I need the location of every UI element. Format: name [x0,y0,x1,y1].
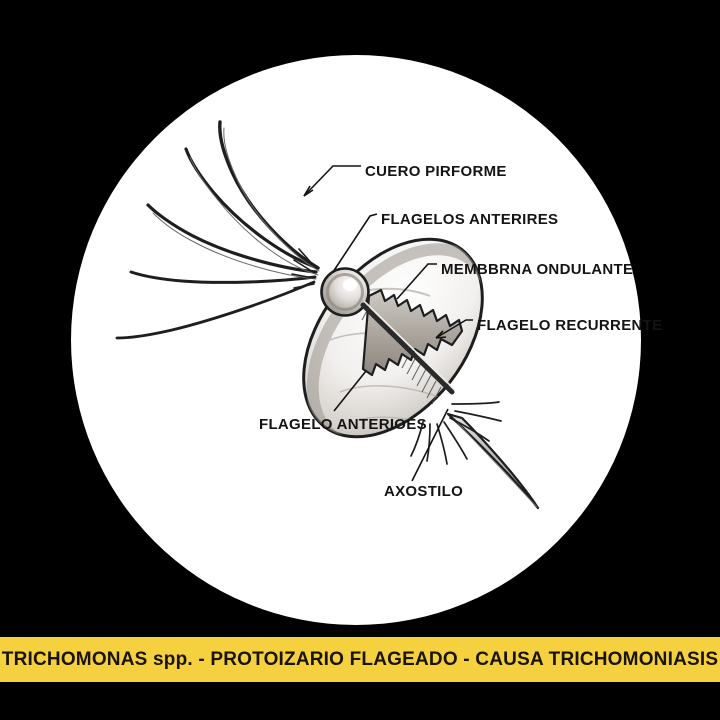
caption-banner: TRICHOMONAS spp. - PROTOIZARIO FLAGEADO … [0,637,720,682]
leader-cuero-pirforme [303,165,361,197]
leader-axostilo [411,408,449,482]
anterior-tuft [291,248,315,289]
label-flagelo-anterioes: FLAGELO ANTERIOES [259,416,427,433]
caption-text: TRICHOMONAS spp. - PROTOIZARIO FLAGEADO … [1,648,719,670]
leader-membbrna-ondulante [396,263,437,300]
label-axostilo: AXOSTILO [384,483,464,500]
leader-flagelos-anterires [332,213,378,273]
anterior-flagella [115,120,320,340]
label-flagelo-recurrente: FLAGELO RECURRENTE [477,317,663,334]
label-membbrna-ondulante: MEMBBRNA ONDULANTE [441,261,634,278]
axostyle [446,412,540,510]
leader-flagelo-recurrente [435,319,473,339]
undulating-membrane [360,288,464,405]
label-cuero-pirforme: CUERO PIRFORME [365,163,507,180]
nucleus [320,267,370,317]
label-flagelos-anterires: FLAGELOS ANTERIRES [381,211,559,228]
leader-flagelo-anterioes-line [333,370,367,412]
leader-lines [303,165,473,482]
